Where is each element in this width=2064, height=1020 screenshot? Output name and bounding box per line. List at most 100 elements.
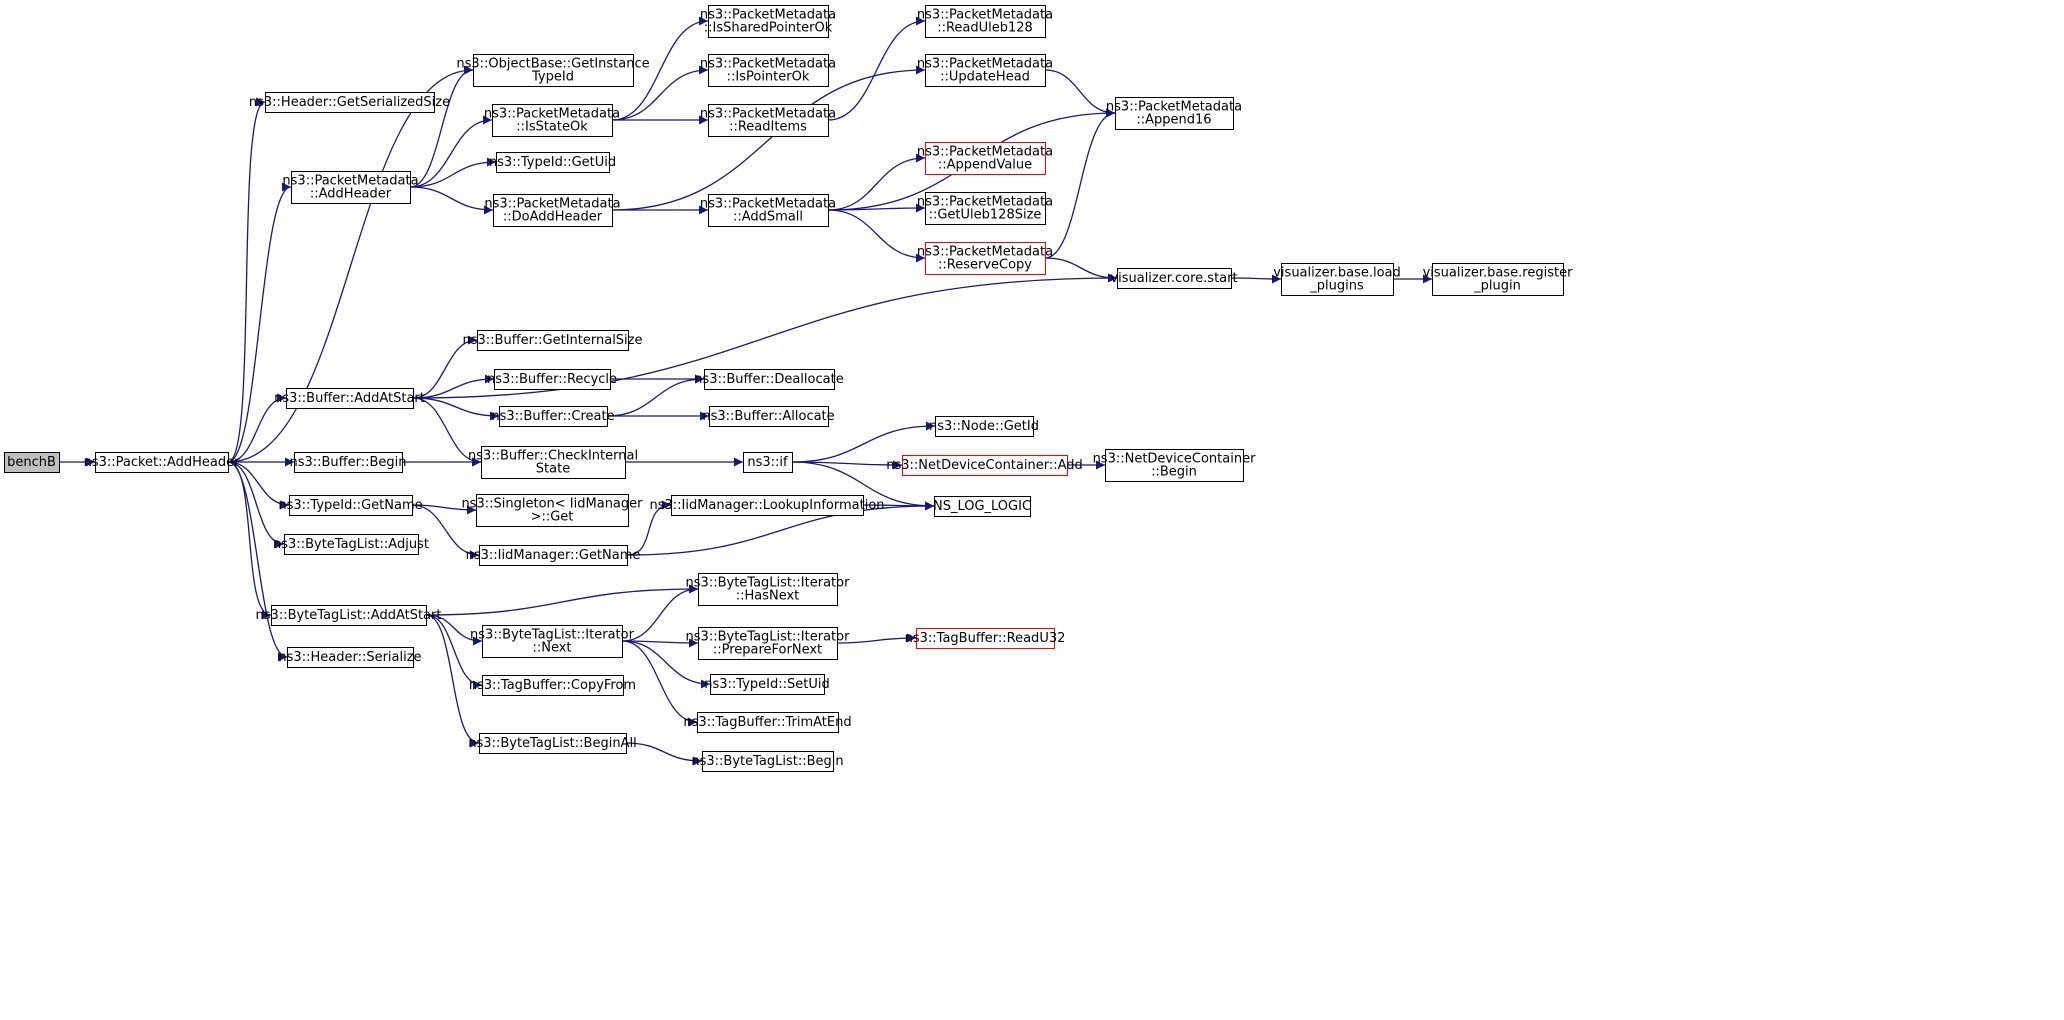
node-hdr-serialize[interactable]: ns3::Header::Serialize (278, 647, 422, 668)
node-box (671, 495, 864, 516)
node-buf-getinternalsize[interactable]: ns3::Buffer::GetInternalSize (463, 330, 643, 351)
node-box (286, 388, 414, 409)
node-benchB[interactable]: benchB (4, 452, 60, 473)
edge-pm-reservecopy-to-viz-core-start (1044, 257, 1118, 283)
node-btl-beginall[interactable]: ns3::ByteTagList::BeginAll (468, 733, 637, 754)
node-node-getid[interactable]: ns3::Node::GetId (929, 416, 1039, 437)
node-btl-it-prepare[interactable]: ns3::ByteTagList::Iterator::PrepareForNe… (686, 627, 851, 660)
node-pm-updatehead[interactable]: ns3::PacketMetadata::UpdateHead (917, 54, 1053, 87)
node-label: ns3::TagBuffer::ReadU32 (905, 631, 1066, 646)
node-label: ns3::NetDeviceContainer::Add (886, 458, 1083, 473)
node-box (4, 452, 60, 473)
node-label: ns3::PacketMetadata (917, 245, 1053, 260)
node-box (697, 712, 839, 733)
node-label: ns3::ByteTagList::Begin (691, 754, 843, 769)
node-label: ns3::PacketMetadata (700, 8, 836, 23)
node-tagbuf-trimatend[interactable]: ns3::TagBuffer::TrimAtEnd (683, 712, 852, 733)
node-pm-addsmall[interactable]: ns3::PacketMetadata::AddSmall (700, 194, 836, 227)
node-pm-readuleb[interactable]: ns3::PacketMetadata::ReadUleb128 (917, 5, 1053, 38)
node-btl-addatstart[interactable]: ns3::ByteTagList::AddAtStart (256, 605, 442, 626)
node-label: ::DoAddHeader (503, 210, 603, 225)
node-box (1105, 449, 1244, 482)
node-iid-getname[interactable]: ns3::IidManager::GetName (466, 545, 641, 566)
node-buf-deallocate[interactable]: ns3::Buffer::Deallocate (694, 369, 844, 390)
node-label: ns3::PacketMetadata (700, 197, 836, 212)
node-btl-begin[interactable]: ns3::ByteTagList::Begin (691, 751, 844, 772)
node-typeid-setuid[interactable]: ns3::TypeId::SetUid (704, 674, 830, 695)
node-label: ::ReadUleb128 (937, 21, 1033, 36)
node-pm-issharedok[interactable]: ns3::PacketMetadata::IsSharedPointerOk (700, 5, 836, 38)
node-pm-isstateok[interactable]: ns3::PacketMetadata::IsStateOk (484, 104, 620, 137)
node-pm-appendvalue[interactable]: ns3::PacketMetadata::AppendValue (917, 142, 1053, 175)
edge-pkt-addheader-to-objbase-getinst (227, 65, 474, 463)
edge-pm-addsmall-to-pm-getuleb (827, 203, 926, 213)
node-label: ns3::Buffer::Begin (289, 455, 406, 470)
edge-pkt-addheader-to-hdr-getsersize (227, 97, 266, 463)
node-buf-begin[interactable]: ns3::Buffer::Begin (289, 452, 407, 473)
node-btl-it-next[interactable]: ns3::ByteTagList::Iterator::Next (470, 625, 635, 658)
node-btl-it-hasnext[interactable]: ns3::ByteTagList::Iterator::HasNext (686, 573, 851, 606)
node-ns-log-logic[interactable]: NS_LOG_LOGIC (933, 496, 1031, 517)
node-buf-addatstart[interactable]: ns3::Buffer::AddAtStart (274, 388, 425, 409)
node-tagbuf-readu32[interactable]: ns3::TagBuffer::ReadU32 (905, 628, 1066, 649)
node-label: ns3::PacketMetadata (917, 195, 1053, 210)
node-typeid-getuid[interactable]: ns3::TypeId::GetUid (489, 152, 616, 173)
node-pm-readitems[interactable]: ns3::PacketMetadata::ReadItems (700, 104, 836, 137)
node-buf-allocate[interactable]: ns3::Buffer::Allocate (702, 406, 835, 427)
node-btl-adjust[interactable]: ns3::ByteTagList::Adjust (273, 534, 429, 555)
node-label: ns3::Buffer::Deallocate (694, 372, 843, 387)
edge-buf-addatstart-to-buf-checkinternal (412, 397, 482, 467)
node-label: ns3::Header::GetSerializedSize (249, 95, 450, 110)
node-pkt-addheader[interactable]: ns3::Packet::AddHeader (84, 452, 240, 473)
edge-buf-addatstart-to-viz-core-start (412, 273, 1118, 399)
node-box (708, 194, 829, 227)
node-label: ::GetUleb128Size (929, 208, 1042, 223)
node-viz-base-register[interactable]: visualizer.base.register_plugin (1423, 263, 1574, 296)
node-box (479, 545, 628, 566)
node-buf-create[interactable]: ns3::Buffer::Create (491, 406, 615, 427)
edge-pkt-addheader-to-hdr-serialize (227, 461, 288, 662)
node-pm-append16[interactable]: ns3::PacketMetadata::Append16 (1106, 97, 1242, 130)
node-viz-base-load[interactable]: visualizer.base.load_plugins (1273, 263, 1401, 296)
node-box (493, 194, 613, 227)
node-label: benchB (7, 455, 56, 470)
node-box (925, 54, 1046, 87)
node-typeid-getname[interactable]: ns3::TypeId::GetName (278, 495, 423, 516)
node-label: ns3::Buffer::Create (491, 409, 614, 424)
node-box (291, 171, 411, 204)
node-label: ns3::NetDeviceContainer (1093, 452, 1257, 467)
node-iid-lookup[interactable]: ns3::IidManager::LookupInformation (649, 495, 885, 516)
node-pm-addheader[interactable]: ns3::PacketMetadata::AddHeader (282, 171, 419, 204)
node-label: ::Next (532, 641, 571, 656)
node-hdr-getsersize[interactable]: ns3::Header::GetSerializedSize (249, 92, 450, 113)
node-pm-ispointerok[interactable]: ns3::PacketMetadata::IsPointerOk (700, 54, 836, 87)
node-box (287, 647, 414, 668)
node-pm-reservecopy[interactable]: ns3::PacketMetadata::ReserveCopy (917, 242, 1053, 275)
node-ns3-if[interactable]: ns3::if (743, 452, 793, 473)
edge-pm-addheader-to-objbase-getinst (409, 65, 474, 188)
edge-buf-addatstart-to-buf-getinternalsize (412, 335, 478, 399)
node-box (477, 330, 629, 351)
node-label: visualizer.core.start (1110, 271, 1237, 286)
node-pm-doaddheader[interactable]: ns3::PacketMetadata::DoAddHeader (484, 194, 621, 227)
node-label: ns3::PacketMetadata (1106, 100, 1242, 115)
node-box (704, 369, 835, 390)
node-box (482, 675, 624, 696)
node-ndc-begin[interactable]: ns3::NetDeviceContainer::Begin (1093, 449, 1257, 482)
node-buf-recycle[interactable]: ns3::Buffer::Recycle (487, 369, 617, 390)
node-ndc-add[interactable]: ns3::NetDeviceContainer::Add (886, 455, 1083, 476)
node-box (934, 496, 1031, 517)
node-pm-getuleb[interactable]: ns3::PacketMetadata::GetUleb128Size (917, 192, 1053, 225)
node-tagbuf-copyfrom[interactable]: ns3::TagBuffer::CopyFrom (469, 675, 636, 696)
edge-ns3-if-to-ndc-add (791, 460, 903, 470)
edge-btl-addatstart-to-btl-it-next (425, 614, 483, 646)
node-viz-core-start[interactable]: visualizer.core.start (1110, 268, 1238, 289)
node-singleton-get[interactable]: ns3::Singleton< IidManager>::Get (461, 494, 643, 527)
node-label: ::ReadItems (729, 120, 807, 135)
edge-btl-beginall-to-btl-begin (625, 742, 703, 766)
node-box (1281, 263, 1394, 296)
